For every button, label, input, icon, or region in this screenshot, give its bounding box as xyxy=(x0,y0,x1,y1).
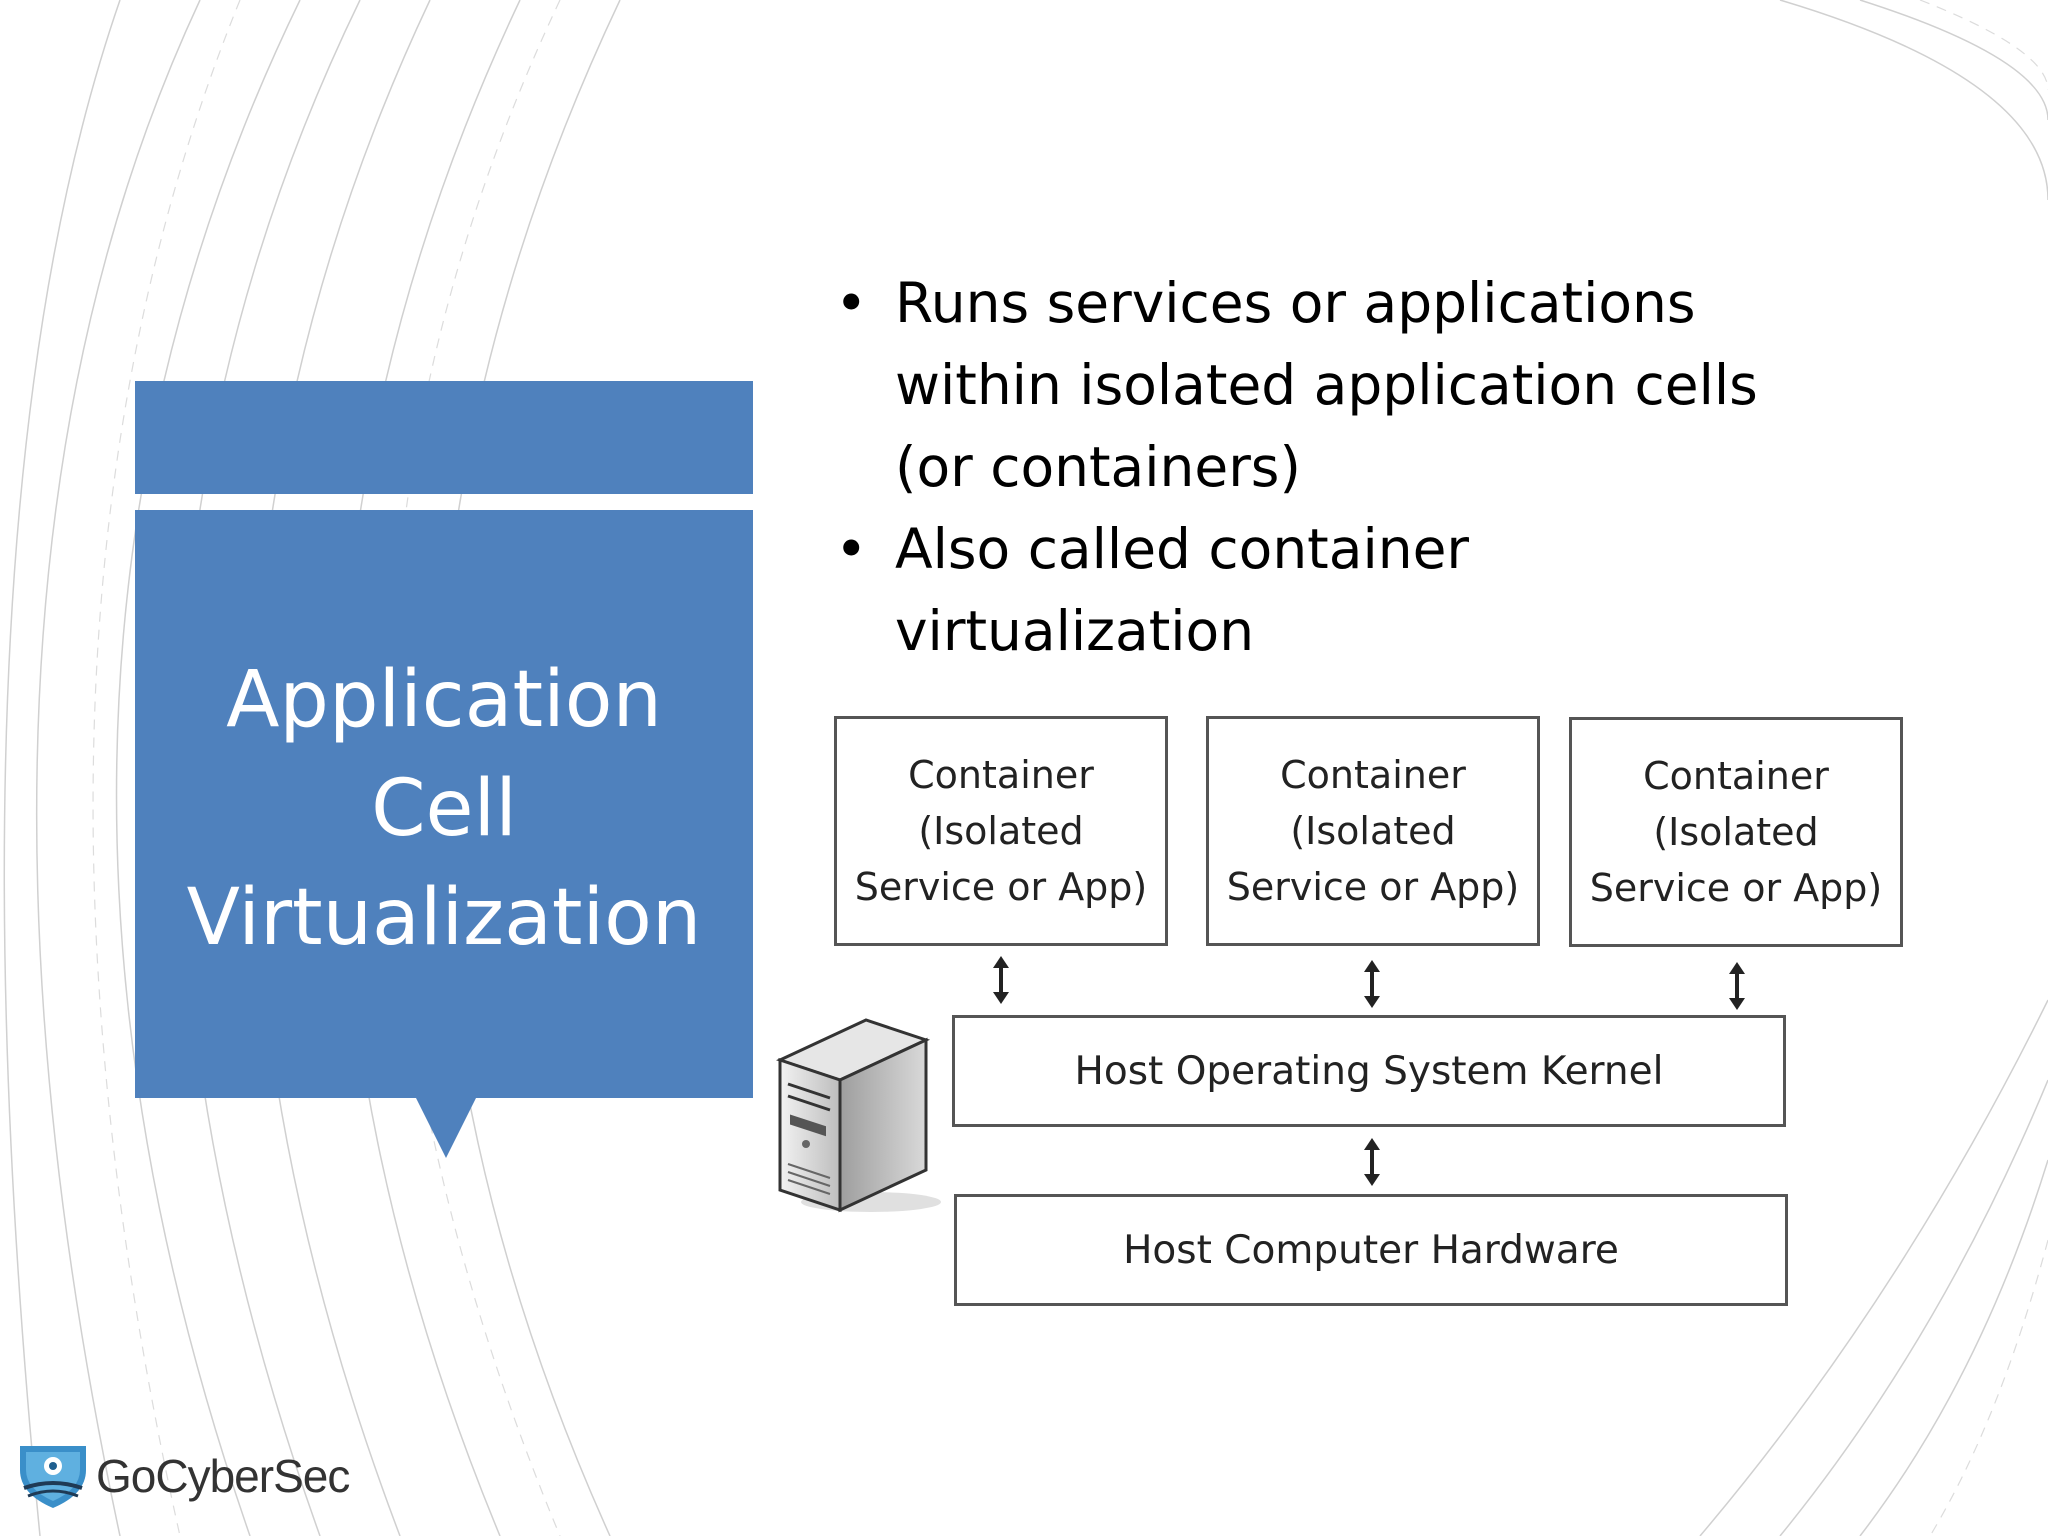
bullet-item: • Runs services or applications within i… xyxy=(825,262,1825,508)
container-label: (Isolated xyxy=(1653,810,1819,854)
double-arrow-icon xyxy=(1364,1138,1380,1186)
bullet-text: Runs services or applications xyxy=(895,271,1696,335)
container-label: (Isolated xyxy=(1290,809,1456,853)
container-label: Container xyxy=(1280,753,1466,797)
hardware-label: Host Computer Hardware xyxy=(1123,1227,1619,1273)
container-box: Container (Isolated Service or App) xyxy=(834,716,1168,946)
title-accent-bar xyxy=(135,381,753,494)
shield-eye-icon xyxy=(20,1446,86,1508)
container-box: Container (Isolated Service or App) xyxy=(1206,716,1540,946)
double-arrow-icon xyxy=(1729,962,1745,1010)
bullet-list: • Runs services or applications within i… xyxy=(825,262,1825,672)
logo: GoCyberSec xyxy=(14,1440,350,1512)
container-label: Service or App) xyxy=(854,865,1148,909)
double-arrow-icon xyxy=(993,956,1009,1004)
hardware-box: Host Computer Hardware xyxy=(954,1194,1788,1306)
bullet-text: virtualization xyxy=(895,599,1255,663)
container-box: Container (Isolated Service or App) xyxy=(1569,717,1903,947)
bullet-item: • Also called container virtualization xyxy=(825,508,1825,672)
server-icon xyxy=(776,1018,941,1213)
double-arrow-icon xyxy=(1364,960,1380,1008)
title-pointer xyxy=(415,1096,477,1158)
container-label: Service or App) xyxy=(1226,865,1520,909)
slide-title: Application Cell Virtualization xyxy=(135,510,753,1098)
container-label: (Isolated xyxy=(918,809,1084,853)
container-label: Service or App) xyxy=(1589,866,1883,910)
title-line: Virtualization xyxy=(186,872,702,963)
title-box: Application Cell Virtualization xyxy=(135,510,753,1098)
container-label: Container xyxy=(908,753,1094,797)
logo-text: GoCyberSec xyxy=(96,1450,350,1502)
bullet-dot: • xyxy=(835,271,868,335)
bullet-text: (or containers) xyxy=(895,435,1301,499)
bullet-dot: • xyxy=(835,517,868,581)
bullet-text: Also called container xyxy=(895,517,1470,581)
kernel-label: Host Operating System Kernel xyxy=(1074,1048,1664,1094)
kernel-box: Host Operating System Kernel xyxy=(952,1015,1786,1127)
title-line: Application xyxy=(226,654,662,745)
bullet-text: within isolated application cells xyxy=(895,353,1758,417)
title-line: Cell xyxy=(371,763,517,854)
container-label: Container xyxy=(1643,754,1829,798)
